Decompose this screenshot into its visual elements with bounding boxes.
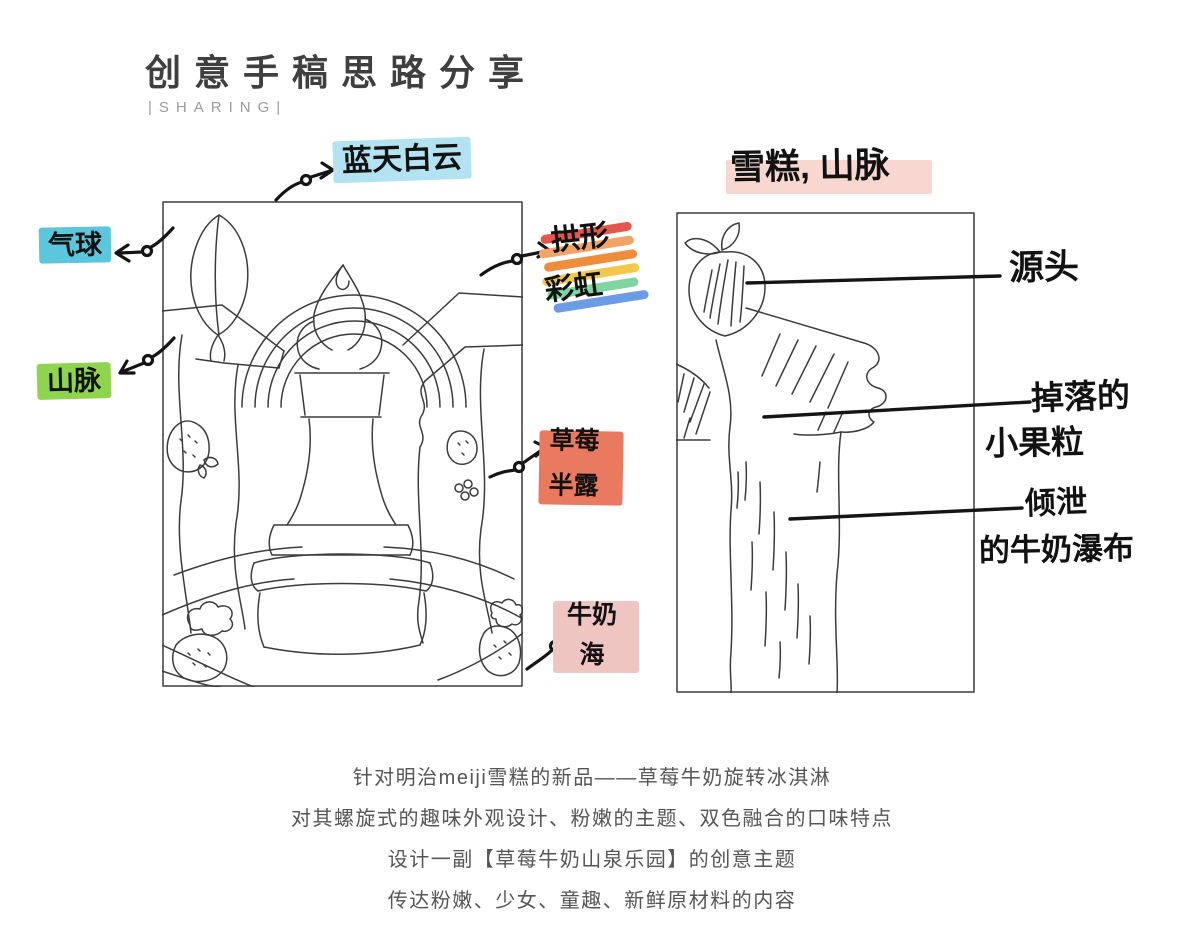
description-line: 针对明治meiji雪糕的新品——草莓牛奶旋转冰淇淋 <box>352 767 832 789</box>
strawberry-peek-label: 草莓 半露 <box>538 426 624 506</box>
waterfall-streaks <box>736 461 821 679</box>
sky-arrow <box>274 161 335 202</box>
fountain-scene-sketch <box>162 201 523 687</box>
strawberry-bottomleft-drawing <box>171 601 234 683</box>
falling-fruit-label-line1: 掉落的 <box>1030 376 1131 417</box>
source-label: 源头 <box>1008 247 1080 288</box>
page-subtitle: |SHARING| <box>148 99 288 116</box>
closeup-sketch <box>676 212 975 693</box>
hatching <box>677 333 849 439</box>
strawberry-source-drawing <box>684 222 766 337</box>
milk-sea-line2: 海 <box>579 641 605 669</box>
mountain-label: 山脉 <box>36 362 112 401</box>
milk-waterfall-label-line1: 倾泄 <box>1024 483 1088 522</box>
milk-sea-line1: 牛奶 <box>567 601 618 629</box>
soft-serve-drawing <box>268 264 414 556</box>
pool-drawing <box>162 546 523 687</box>
balloon-label: 气球 <box>38 226 112 264</box>
strawberry-midleft-drawing <box>166 420 219 479</box>
rainbow-drawing <box>241 294 467 408</box>
description-line: 设计一副【草莓牛奶山泉乐园】的创意主题 <box>387 849 797 871</box>
rainbow-label-line1: 拱形 <box>549 219 611 258</box>
sketch-frame <box>162 201 523 687</box>
milk-waterfall-label-line2: 的牛奶瀑布 <box>978 530 1135 569</box>
description-block: 针对明治meiji雪糕的新品——草莓牛奶旋转冰淇淋 对其螺旋式的趣味外观设计、粉… <box>0 758 1184 922</box>
closeup-title-text: 雪糕, 山脉 <box>729 145 890 188</box>
balloon-drawing <box>190 214 249 362</box>
sky-label: 蓝天白云 <box>332 136 472 183</box>
strawberry-peek-line2: 半露 <box>548 471 599 501</box>
rainbow-label-line2: 彩虹 <box>542 268 605 308</box>
cliff-drip-drawing <box>676 307 887 693</box>
milk-sea-label: 牛奶 海 <box>553 601 639 673</box>
falling-fruit-label-line2: 小果粒 <box>984 423 1085 462</box>
strawberry-peek-line1: 草莓 <box>549 426 600 456</box>
strawberry-bottomright-drawing <box>478 598 523 677</box>
strawberry-midright-drawing <box>446 430 479 501</box>
left-waterfall-drawing <box>162 304 285 634</box>
page-title: 创意手稿思路分享 <box>145 52 538 93</box>
sketch-frame <box>676 212 975 693</box>
right-waterfall-drawing <box>402 292 523 644</box>
description-line: 对其螺旋式的趣味外观设计、粉嫩的主题、双色融合的口味特点 <box>291 808 893 830</box>
description-line: 传达粉嫩、少女、童趣、新鲜原材料的内容 <box>387 890 797 912</box>
rainbow-label: 拱形 彩虹 <box>534 219 650 332</box>
closeup-title: 雪糕, 山脉 <box>726 146 934 194</box>
